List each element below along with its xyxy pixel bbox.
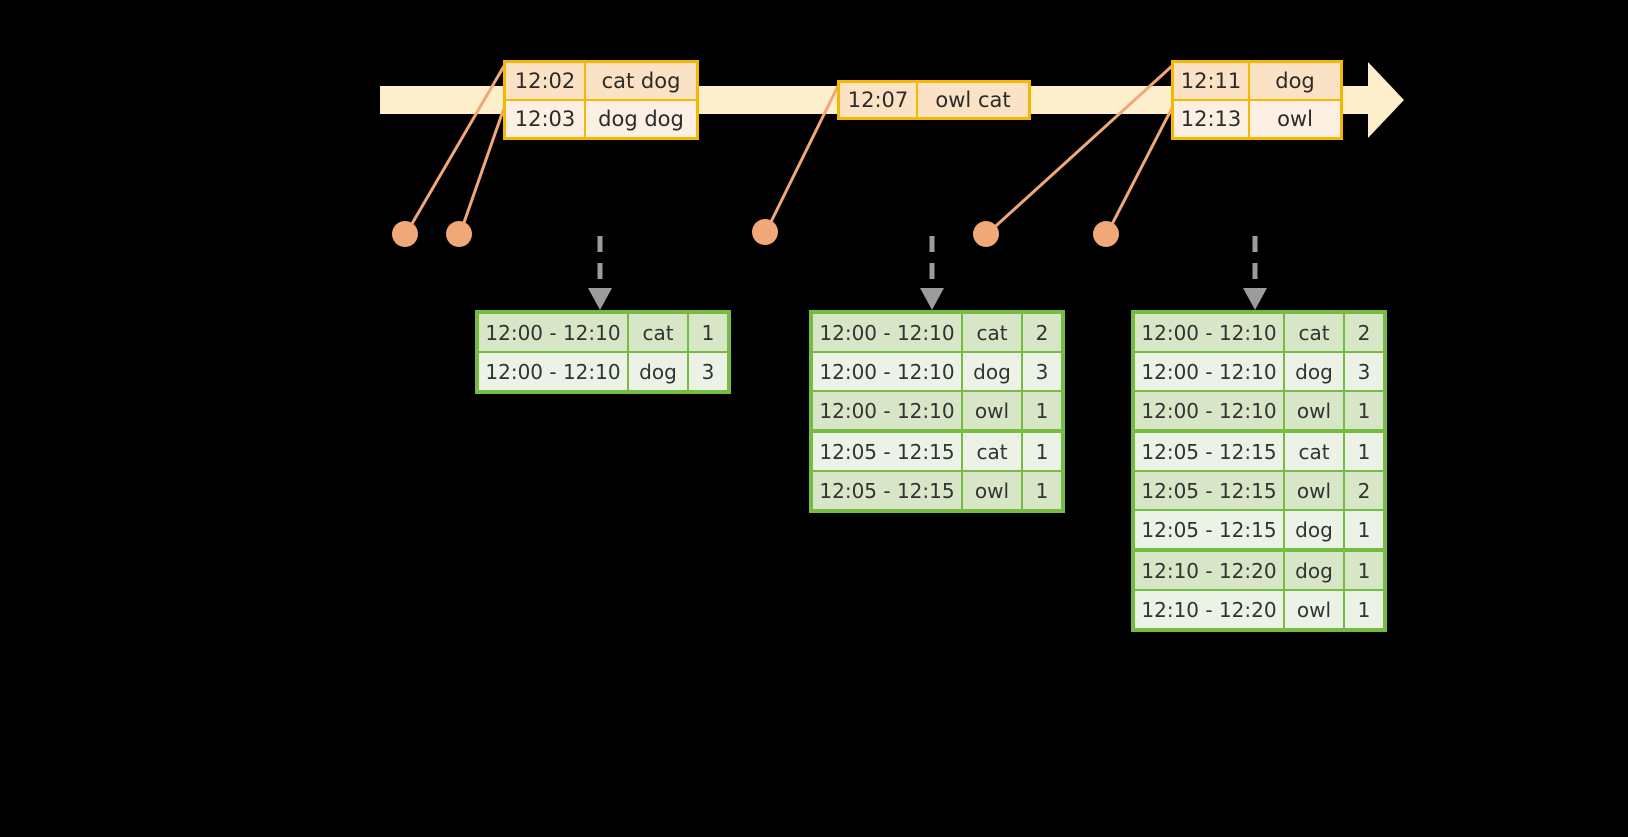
window-cell: 12:00 - 12:10: [813, 314, 961, 351]
table-row[interactable]: 12:05 - 12:15 cat 1: [813, 433, 1061, 470]
table-row[interactable]: 12:00 - 12:10 owl 1: [813, 390, 1061, 429]
window-block: 12:00 - 12:10 cat 2 12:00 - 12:10 dog 3 …: [813, 314, 1061, 429]
count-cell: 1: [1343, 591, 1383, 628]
table-row[interactable]: 12:10 - 12:20 owl 1: [1135, 589, 1383, 628]
window-cell: 12:00 - 12:10: [813, 392, 961, 429]
window-cell: 12:05 - 12:15: [813, 433, 961, 470]
key-cell: owl: [1283, 591, 1343, 628]
event-dot-3: [752, 219, 778, 245]
event-dot-4: [973, 221, 999, 247]
event-group-3[interactable]: 12:11 dog 12:13 owl: [1171, 60, 1343, 140]
count-cell: 2: [1343, 314, 1383, 351]
key-cell: cat: [1283, 314, 1343, 351]
count-cell: 1: [1343, 552, 1383, 589]
event-time: 12:03: [506, 101, 586, 137]
window-cell: 12:05 - 12:15: [1135, 472, 1283, 509]
table-row[interactable]: 12:00 - 12:10 owl 1: [1135, 390, 1383, 429]
window-cell: 12:00 - 12:10: [479, 353, 627, 390]
event-dot-2: [446, 221, 472, 247]
window-cell: 12:05 - 12:15: [1135, 511, 1283, 548]
key-cell: cat: [961, 314, 1021, 351]
window-cell: 12:00 - 12:10: [813, 353, 961, 390]
key-cell: dog: [627, 353, 687, 390]
event-row[interactable]: 12:02 cat dog: [506, 63, 696, 99]
table-row[interactable]: 12:10 - 12:20 dog 1: [1135, 552, 1383, 589]
key-cell: owl: [1283, 472, 1343, 509]
count-cell: 3: [1343, 353, 1383, 390]
count-cell: 1: [1343, 511, 1383, 548]
key-cell: cat: [961, 433, 1021, 470]
count-cell: 1: [687, 314, 727, 351]
window-cell: 12:00 - 12:10: [479, 314, 627, 351]
event-time: 12:02: [506, 63, 586, 99]
window-block: 12:00 - 12:10 cat 2 12:00 - 12:10 dog 3 …: [1135, 314, 1383, 429]
count-cell: 2: [1021, 314, 1061, 351]
key-cell: dog: [961, 353, 1021, 390]
table-row[interactable]: 12:00 - 12:10 dog 3: [813, 351, 1061, 390]
event-payload: dog dog: [586, 101, 696, 137]
key-cell: owl: [961, 392, 1021, 429]
event-row[interactable]: 12:13 owl: [1174, 99, 1340, 137]
table-row[interactable]: 12:05 - 12:15 dog 1: [1135, 509, 1383, 548]
window-block: 12:05 - 12:15 cat 1 12:05 - 12:15 owl 1: [813, 429, 1061, 509]
event-row[interactable]: 12:07 owl cat: [840, 83, 1028, 117]
count-cell: 3: [687, 353, 727, 390]
count-cell: 1: [1343, 392, 1383, 429]
table-row[interactable]: 12:00 - 12:10 cat 1: [479, 314, 727, 351]
key-cell: dog: [1283, 552, 1343, 589]
table-row[interactable]: 12:05 - 12:15 owl 2: [1135, 470, 1383, 509]
key-cell: owl: [961, 472, 1021, 509]
key-cell: dog: [1283, 511, 1343, 548]
table-row[interactable]: 12:00 - 12:10 dog 3: [1135, 351, 1383, 390]
event-time: 12:13: [1174, 101, 1250, 137]
result-table-2[interactable]: 12:00 - 12:10 cat 2 12:00 - 12:10 dog 3 …: [809, 310, 1065, 513]
table-row[interactable]: 12:05 - 12:15 cat 1: [1135, 433, 1383, 470]
event-payload: dog: [1250, 63, 1340, 99]
dashed-arrow-heads: [588, 288, 1267, 310]
event-payload: owl: [1250, 101, 1340, 137]
key-cell: dog: [1283, 353, 1343, 390]
event-group-1[interactable]: 12:02 cat dog 12:03 dog dog: [503, 60, 699, 140]
dashed-down-arrows: [597, 236, 1258, 288]
window-block: 12:10 - 12:20 dog 1 12:10 - 12:20 owl 1: [1135, 548, 1383, 628]
window-cell: 12:10 - 12:20: [1135, 552, 1283, 589]
window-cell: 12:00 - 12:10: [1135, 392, 1283, 429]
window-cell: 12:00 - 12:10: [1135, 314, 1283, 351]
window-block: 12:00 - 12:10 cat 1 12:00 - 12:10 dog 3: [479, 314, 727, 390]
window-block: 12:05 - 12:15 cat 1 12:05 - 12:15 owl 2 …: [1135, 429, 1383, 548]
count-cell: 3: [1021, 353, 1061, 390]
count-cell: 1: [1021, 433, 1061, 470]
key-cell: cat: [627, 314, 687, 351]
event-row[interactable]: 12:03 dog dog: [506, 99, 696, 137]
key-cell: cat: [1283, 433, 1343, 470]
table-row[interactable]: 12:00 - 12:10 dog 3: [479, 351, 727, 390]
result-table-3[interactable]: 12:00 - 12:10 cat 2 12:00 - 12:10 dog 3 …: [1131, 310, 1387, 632]
count-cell: 2: [1343, 472, 1383, 509]
event-dot-5: [1093, 221, 1119, 247]
event-payload: cat dog: [586, 63, 696, 99]
key-cell: owl: [1283, 392, 1343, 429]
count-cell: 1: [1021, 392, 1061, 429]
window-cell: 12:00 - 12:10: [1135, 353, 1283, 390]
window-cell: 12:10 - 12:20: [1135, 591, 1283, 628]
table-row[interactable]: 12:00 - 12:10 cat 2: [813, 314, 1061, 351]
event-dots: [392, 219, 1119, 247]
count-cell: 1: [1343, 433, 1383, 470]
event-row[interactable]: 12:11 dog: [1174, 63, 1340, 99]
result-table-1[interactable]: 12:00 - 12:10 cat 1 12:00 - 12:10 dog 3: [475, 310, 731, 394]
window-cell: 12:05 - 12:15: [1135, 433, 1283, 470]
window-cell: 12:05 - 12:15: [813, 472, 961, 509]
table-row[interactable]: 12:00 - 12:10 cat 2: [1135, 314, 1383, 351]
event-group-2[interactable]: 12:07 owl cat: [837, 80, 1031, 120]
table-row[interactable]: 12:05 - 12:15 owl 1: [813, 470, 1061, 509]
count-cell: 1: [1021, 472, 1061, 509]
event-dot-1: [392, 221, 418, 247]
event-time: 12:11: [1174, 63, 1250, 99]
event-payload: owl cat: [918, 83, 1028, 117]
event-time: 12:07: [840, 83, 918, 117]
